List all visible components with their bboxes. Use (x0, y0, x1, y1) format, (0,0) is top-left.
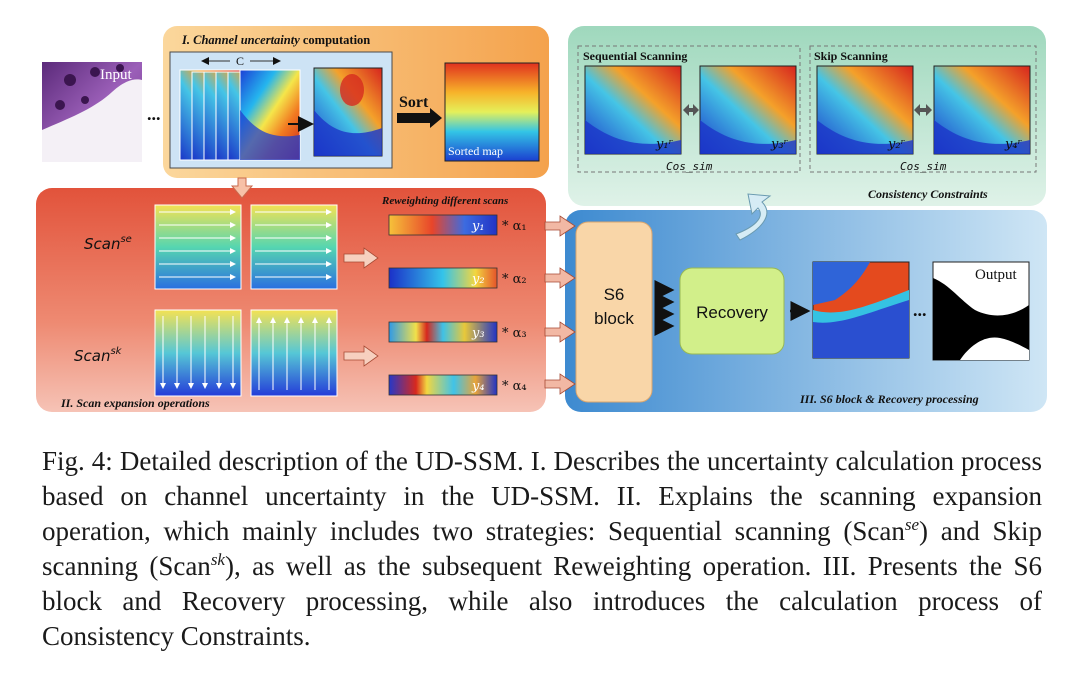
y4-bar (388, 374, 498, 396)
curved-arrow-to-consistency (735, 193, 772, 241)
uncertainty-map (313, 67, 383, 157)
output-label: Output (975, 267, 1018, 283)
input-ellipsis: ... (147, 104, 161, 124)
pair-labels: y₁ʳ y₃ʳ y₂ʳ y₄ʳ (655, 137, 1023, 152)
y3-bar (388, 321, 498, 343)
ud-ssm-diagram: Input ... I. Channel uncertainty computa… (36, 26, 1047, 412)
y2-label: y₂ (471, 272, 485, 287)
y4-label: y₄ (471, 379, 485, 394)
double-arrows (683, 104, 932, 116)
down-arrow-section1 (230, 177, 254, 199)
output-ellipsis: ... (913, 300, 927, 320)
alpha-labels: * α₁ * α₂ * α₃ * α₄ (502, 219, 527, 394)
caption-sup1: se (904, 515, 920, 534)
sort-arrow (397, 108, 442, 128)
alpha3-label: * α₃ (502, 326, 527, 341)
y3-label: y₃ (471, 326, 485, 341)
alpha-arrows (544, 215, 576, 395)
s6-output-arrows (654, 280, 675, 336)
s6-block (575, 221, 653, 403)
s6-label-line1: S6 (604, 285, 625, 304)
scan-sk-label: Scansk (74, 346, 123, 365)
caption-part3: ), as well as the subsequent Reweighting… (42, 551, 1042, 651)
sequential-title: Sequential Scanning (583, 49, 687, 63)
skip-box (809, 45, 1037, 173)
figure-caption: Fig. 4: Detailed description of the UD-S… (42, 444, 1042, 654)
se-arrow (343, 247, 379, 269)
sequential-box (577, 45, 801, 173)
caption-part1: Fig. 4: Detailed description of the UD-S… (42, 446, 1042, 546)
sk-arrow (343, 345, 379, 367)
consistency-title: Consistency Constraints (868, 187, 988, 201)
sort-label: Sort (399, 94, 429, 111)
c-label: C (236, 54, 244, 68)
reweight-title: Reweighting different scans (381, 195, 508, 207)
consistency-panel (568, 26, 1046, 206)
sorted-map (444, 62, 540, 162)
y1-label: y₁ (471, 219, 485, 234)
alpha1-label: * α₁ (502, 219, 527, 234)
output-mask (932, 261, 1030, 361)
skip-scan-grids (154, 309, 338, 397)
sequential-scan-lines (159, 209, 332, 280)
pair-label-1: y₁ʳ (655, 137, 674, 152)
y2-bar (388, 267, 498, 289)
alpha2-label: * α₂ (502, 272, 527, 287)
pair-label-4: y₄ʳ (1004, 137, 1023, 152)
input-image: Input (42, 62, 142, 162)
cos-sim-2: Cos_sim (900, 160, 947, 173)
pair-label-3: y₂ʳ (887, 137, 906, 152)
y-labels: y₁ y₂ y₃ y₄ (471, 219, 485, 394)
recovered-map (812, 261, 910, 359)
scan-se-label: Scanse (84, 234, 132, 253)
pair-label-2: y₃ʳ (770, 137, 789, 152)
s6-label-line2: block (594, 309, 634, 328)
y-bars (388, 214, 498, 396)
caption-part2: ) and Skip scanning (Scan (42, 516, 1042, 581)
section2-title: II. Scan expansion operations (60, 396, 210, 410)
pair-maps (584, 65, 1031, 155)
section1-title-italic: I. Channel uncertainty (181, 33, 300, 47)
sequential-scan-grids (154, 204, 338, 290)
sorted-map-label: Sorted map (448, 144, 503, 158)
recovery-label: Recovery (696, 303, 768, 322)
caption-sup2: sk (210, 550, 225, 569)
y1-bar (388, 214, 498, 236)
section1-title-rest: computation (300, 33, 371, 47)
channel-maps (179, 69, 301, 161)
recovery-block (679, 267, 785, 355)
input-label: Input (100, 67, 132, 83)
cos-sim-1: Cos_sim (666, 160, 713, 173)
skip-title: Skip Scanning (814, 49, 888, 63)
skip-scan-lines (160, 316, 332, 390)
alpha4-label: * α₄ (502, 379, 527, 394)
section1-title: I. Channel uncertainty computation (181, 33, 370, 47)
section3-title: III. S6 block & Recovery processing (799, 392, 979, 406)
